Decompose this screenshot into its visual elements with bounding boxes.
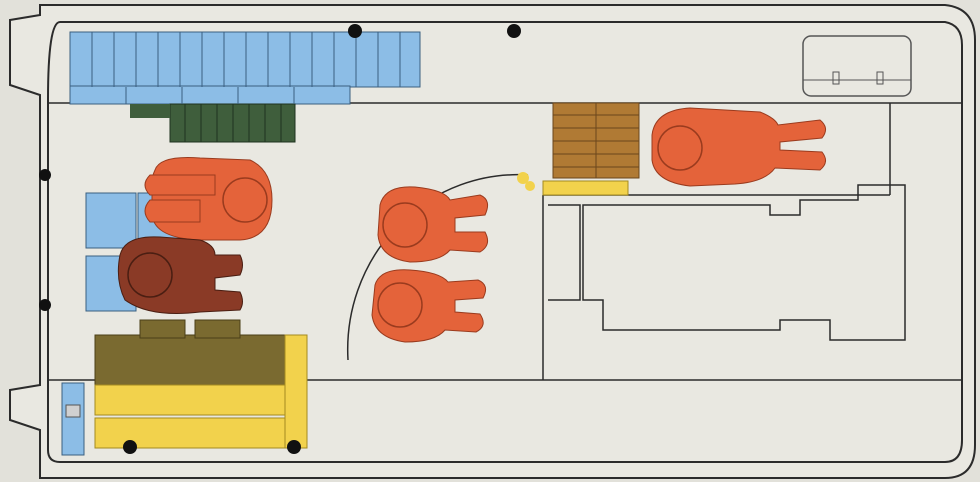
equipment-box (802, 35, 912, 97)
crew-body (651, 107, 826, 187)
bolt (287, 440, 301, 454)
yellow-knob (517, 172, 529, 184)
hull-inner (47, 21, 963, 463)
engine-outline (582, 184, 906, 341)
crew-reclining-left (117, 157, 273, 314)
crew-center-lower (371, 269, 487, 343)
stairwell-outline (548, 204, 581, 301)
blue-rack-lower (69, 85, 351, 105)
blue-panel-1 (85, 192, 137, 249)
crew-legs-upper (144, 174, 216, 223)
yellow-upright (284, 334, 308, 449)
rear-blue-unit-inset (65, 404, 81, 418)
yellow-knob-2 (525, 181, 535, 191)
rear-storage (61, 319, 308, 456)
crew-center-upper (377, 186, 489, 263)
brown-crates (517, 102, 640, 196)
equipment-box-latch-right (876, 71, 884, 85)
green-ledge (130, 104, 170, 118)
rack-dividers-green (184, 104, 282, 142)
yellow-step (542, 180, 629, 196)
bolts (39, 24, 521, 454)
brown-crate-slats (553, 103, 639, 178)
bolt (39, 169, 51, 181)
crew-helmet-upper (222, 177, 268, 223)
olive-crate-top-2 (194, 319, 241, 339)
yellow-shelf-1 (94, 384, 308, 416)
crew-helmet-lower (127, 252, 173, 298)
crew-right (651, 107, 826, 187)
blue-rack (69, 31, 421, 88)
crew-helmet (657, 125, 703, 171)
equipment-box-frame (802, 35, 912, 97)
olive-crate-top-1 (139, 319, 186, 339)
bolt (123, 440, 137, 454)
olive-crates (94, 334, 306, 386)
equipment-box-latch-left (832, 71, 840, 85)
rear-blue-unit (61, 382, 85, 456)
front-storage (69, 31, 421, 143)
rack-dividers (91, 32, 401, 104)
bolt (348, 24, 362, 38)
crew-helmet (382, 202, 428, 248)
bolt (39, 299, 51, 311)
bolt (507, 24, 521, 38)
crew-helmet (377, 282, 423, 328)
